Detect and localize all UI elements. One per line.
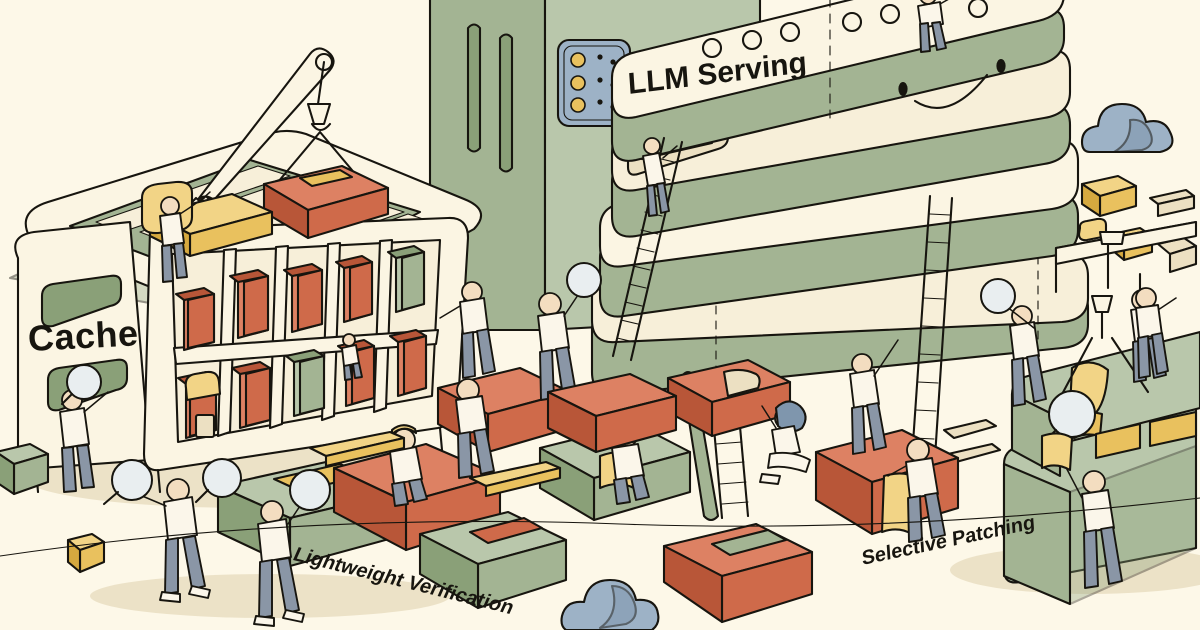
selective-patching-assembly (950, 289, 1200, 606)
sitting-worker (759, 400, 811, 485)
inspector-a (102, 459, 211, 603)
patch-lifter (1040, 432, 1123, 589)
tower-worker (439, 281, 496, 379)
worker-in-rack (341, 333, 363, 381)
mid-red-crate (546, 372, 678, 454)
gantry-crane (140, 47, 390, 283)
right-edge-hoist (1098, 230, 1169, 379)
worker-cache-inspector (59, 364, 109, 493)
stack-support-worker (849, 339, 899, 455)
gold-planks (308, 418, 1002, 498)
smiley-face (898, 59, 1006, 109)
worker-on-ladder (642, 137, 678, 217)
lifted-brick (262, 164, 390, 240)
small-crate-sage-left (0, 442, 50, 496)
mid-magnifier-worker (537, 262, 602, 401)
right-mid-inspector (980, 278, 1047, 407)
shelf-jar (184, 370, 222, 439)
inspector-b (253, 469, 331, 627)
bottom-green-crate (418, 510, 568, 610)
crate-row-upper (174, 244, 426, 352)
worker-on-deck (159, 191, 211, 283)
bottom-crates (418, 372, 814, 624)
right-patching-worker (814, 428, 960, 543)
cloud-bottom-center (560, 578, 660, 630)
bottom-red-crate (662, 522, 814, 624)
cloud-top-right (1080, 102, 1174, 154)
cache-label: Cache (26, 312, 140, 359)
worker-on-stack (917, 0, 949, 53)
